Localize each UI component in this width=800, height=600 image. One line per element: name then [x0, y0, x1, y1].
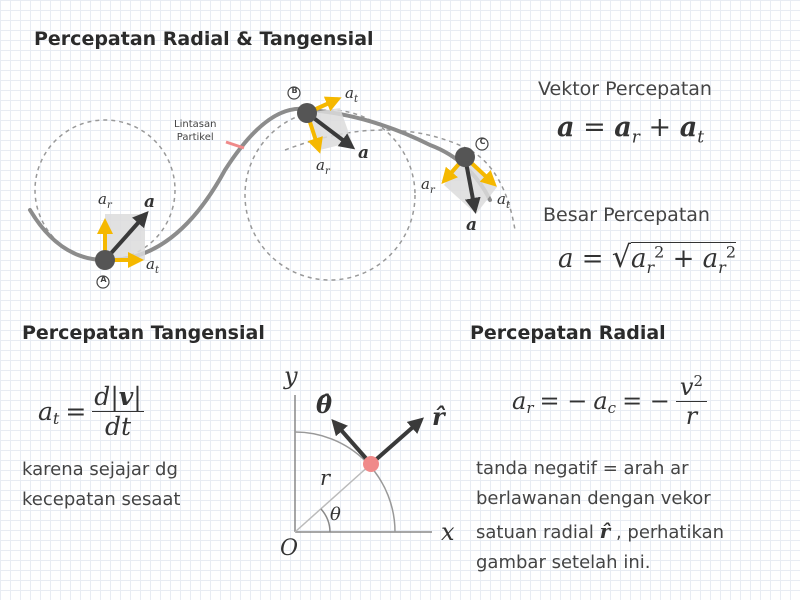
radial-note-line3-pre: satuan radial: [476, 522, 594, 543]
theta-label: θ: [330, 504, 341, 525]
at-arrow-c: [463, 155, 497, 187]
radial-note-line1: tanda negatif = arah ar: [476, 458, 689, 479]
path-label-pointer: [225, 140, 245, 150]
ar-label-b: ar: [316, 156, 330, 177]
radial-note-line3: satuan radial r̂ , perhatikan: [476, 516, 724, 548]
path-label-line1: Lintasan: [174, 119, 217, 130]
path-label: Lintasan Partikel: [174, 118, 216, 144]
x-axis-label: x: [441, 518, 455, 546]
tangential-note-line2: kecepatan sesaat: [22, 489, 181, 510]
ar-label-a: ar: [98, 190, 112, 211]
r-hat-symbol: r̂: [599, 519, 611, 543]
osculating-circle-b: [244, 109, 416, 281]
point-label-a: A: [100, 275, 107, 284]
particle-point-b: [297, 103, 317, 123]
vector-formula: a = ar + at: [557, 112, 705, 148]
origin-label: O: [280, 536, 299, 561]
at-label-a: at: [146, 255, 159, 276]
vector-title: Vektor Percepatan: [538, 78, 712, 100]
radial-note-line2: berlawanan dengan vekor: [476, 488, 711, 509]
radial-note-line3-post: , perhatikan: [615, 522, 725, 543]
theta-arc: [320, 508, 331, 533]
path-label-line2: Partikel: [176, 132, 214, 143]
y-axis-label: y: [284, 362, 298, 390]
a-arrow-a: [103, 211, 149, 262]
radial-note-line4: gambar setelah ini.: [476, 552, 651, 573]
polar-point: [363, 456, 379, 472]
vector-box-a: [105, 214, 145, 260]
tangential-heading: Percepatan Tangensial: [22, 322, 265, 344]
theta-hat-label: θ̂: [316, 390, 333, 419]
vector-box-b: [307, 108, 352, 150]
ar-arrow-b: [305, 112, 323, 154]
magnitude-formula: a = √ar2 + ar2: [558, 240, 737, 278]
main-title: Percepatan Radial & Tangensial: [34, 28, 374, 50]
r-hat-arrow: [369, 417, 425, 466]
a-label-c: a: [466, 215, 478, 235]
radial-heading: Percepatan Radial: [470, 322, 666, 344]
ar-arrow-c: [441, 155, 467, 185]
at-arrow-b: [306, 96, 342, 115]
r-label: r: [320, 466, 331, 490]
a-label-a: a: [144, 192, 156, 212]
a-arrow-c: [463, 156, 481, 214]
point-label-b: B: [291, 86, 298, 95]
particle-point-c: [455, 147, 475, 167]
r-hat-label: r̂: [432, 402, 445, 431]
tangential-note-line1: karena sejajar dg: [22, 459, 178, 480]
ar-label-c: ar: [421, 175, 435, 196]
particle-point-a: [95, 250, 115, 270]
magnitude-title: Besar Percepatan: [543, 204, 710, 226]
a-label-b: a: [358, 143, 370, 163]
point-label-c: C: [479, 137, 486, 146]
theta-hat-arrow: [331, 418, 373, 466]
a-arrow-b: [305, 111, 356, 150]
quarter-circle: [294, 431, 396, 533]
at-label-c: at: [497, 190, 510, 211]
vector-box-c: [444, 157, 497, 214]
at-label-b: at: [345, 84, 358, 105]
